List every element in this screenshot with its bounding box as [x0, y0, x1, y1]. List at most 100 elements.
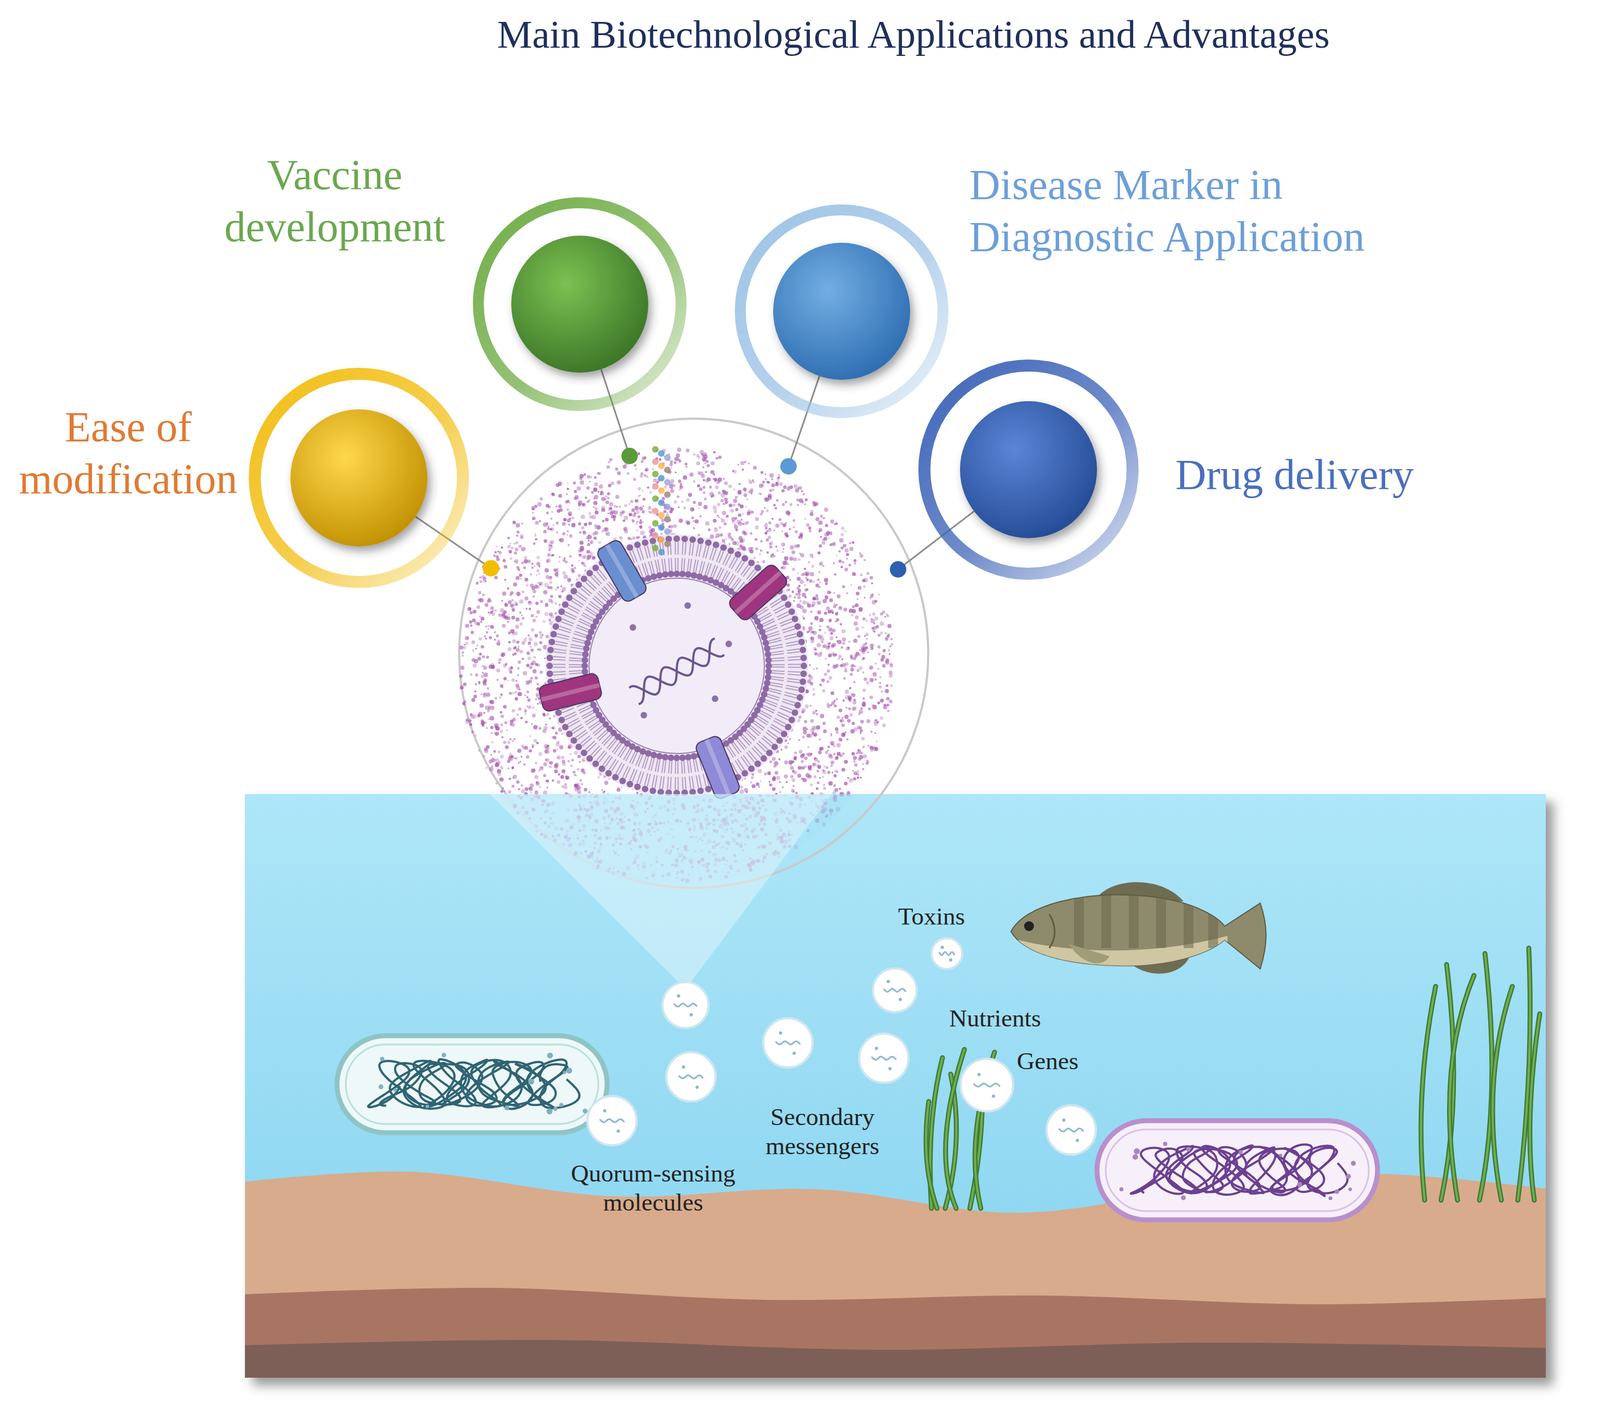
lps-dot: [507, 600, 512, 604]
lps-dot: [706, 464, 711, 468]
lps-dot: [634, 499, 638, 503]
lps-dot: [686, 448, 690, 453]
lps-dot: [499, 776, 504, 782]
lps-dot: [802, 778, 807, 782]
lps-dot: [798, 715, 802, 719]
lps-dot: [821, 540, 826, 545]
fish-belly: [1008, 935, 1228, 976]
lps-dot: [819, 535, 822, 539]
lps-dot: [533, 655, 536, 659]
mud-layer: [244, 1287, 1546, 1378]
lps-dot: [771, 488, 775, 492]
lps-dot: [872, 625, 877, 630]
lps-dot: [536, 561, 541, 566]
lps-dot: [538, 581, 544, 586]
lps-dot: [849, 672, 854, 677]
lps-dot: [819, 561, 824, 566]
lps-dot: [513, 757, 516, 759]
lps-dot: [848, 608, 854, 614]
lps-dot: [852, 664, 855, 667]
fish: [1008, 882, 1267, 976]
lps-dot: [776, 477, 780, 480]
lps-dot: [757, 768, 763, 774]
lps-dot: [521, 657, 524, 660]
lps-dot: [541, 633, 544, 637]
lps-dot: [523, 556, 528, 560]
lps-dot: [523, 763, 526, 766]
lps-dot: [815, 787, 819, 791]
lps-dot: [803, 583, 807, 587]
lps-dot: [830, 760, 835, 765]
lps-dot: [755, 525, 759, 530]
lps-dot: [631, 513, 635, 517]
lps-dot: [529, 573, 532, 575]
lps-dot: [740, 785, 744, 789]
lps-dot: [860, 707, 864, 711]
lps-dot: [712, 518, 717, 523]
lps-dot: [605, 527, 608, 530]
lps-dot: [692, 500, 696, 505]
cell-granule: [1238, 1150, 1244, 1155]
lps-dot: [718, 455, 722, 459]
lps-dot: [779, 781, 781, 784]
lps-dot: [670, 488, 674, 493]
lps-dot: [534, 633, 539, 638]
lps-dot: [581, 502, 586, 507]
lps-dot: [620, 785, 622, 788]
lps-dot: [501, 787, 505, 791]
lps-dot: [489, 767, 494, 772]
lps-dot: [837, 640, 842, 645]
lps-dot: [525, 578, 528, 581]
lps-dot: [555, 588, 558, 591]
lps-dot: [851, 751, 855, 756]
lps-dot: [478, 637, 482, 641]
lps-dot: [487, 611, 490, 614]
lps-dot: [880, 698, 884, 703]
cell-granule: [425, 1104, 430, 1109]
lps-dot: [579, 480, 585, 485]
lps-dot: [632, 477, 637, 482]
lps-dot: [751, 479, 754, 482]
lps-dot: [829, 543, 833, 546]
lps-dot: [678, 518, 684, 523]
cell-granule: [378, 1084, 384, 1090]
lps-dot: [812, 597, 816, 600]
lps-dot: [511, 678, 516, 683]
lps-dot: [887, 633, 890, 637]
lps-dot: [819, 514, 824, 518]
lps-dot: [775, 523, 780, 529]
lps-dot: [732, 503, 736, 507]
lps-dot: [887, 624, 892, 629]
lps-dot: [565, 775, 570, 780]
lps-dot: [546, 712, 550, 717]
lps-dot: [461, 651, 465, 655]
lps-dot: [836, 698, 838, 700]
lps-dot: [511, 784, 515, 788]
lps-dot: [832, 562, 835, 564]
lps-dot: [553, 769, 558, 774]
lps-dot: [818, 520, 823, 525]
lps-dot: [586, 554, 592, 559]
fish-stripe: [1073, 887, 1084, 948]
lps-dot: [608, 501, 614, 507]
lps-dot: [635, 467, 638, 471]
fish-stripe: [1183, 887, 1194, 948]
lps-dot: [489, 625, 494, 630]
lps-dot: [465, 641, 469, 645]
lps-dot: [865, 619, 868, 622]
lps-dot: [806, 578, 809, 581]
lps-dot: [821, 641, 824, 644]
lps-dot: [747, 462, 750, 465]
cell-granule: [1334, 1189, 1340, 1194]
lps-dot: [720, 493, 725, 498]
lps-dot: [818, 628, 822, 632]
lps-dot: [771, 517, 774, 520]
lps-dot: [532, 589, 536, 593]
lps-dot: [818, 544, 822, 548]
lps-dot: [825, 646, 830, 650]
lps-dot: [516, 640, 520, 644]
lps-dot: [782, 547, 785, 551]
lps-dot: [587, 539, 590, 542]
lps-dot: [836, 743, 841, 748]
lps-dot: [629, 512, 633, 517]
